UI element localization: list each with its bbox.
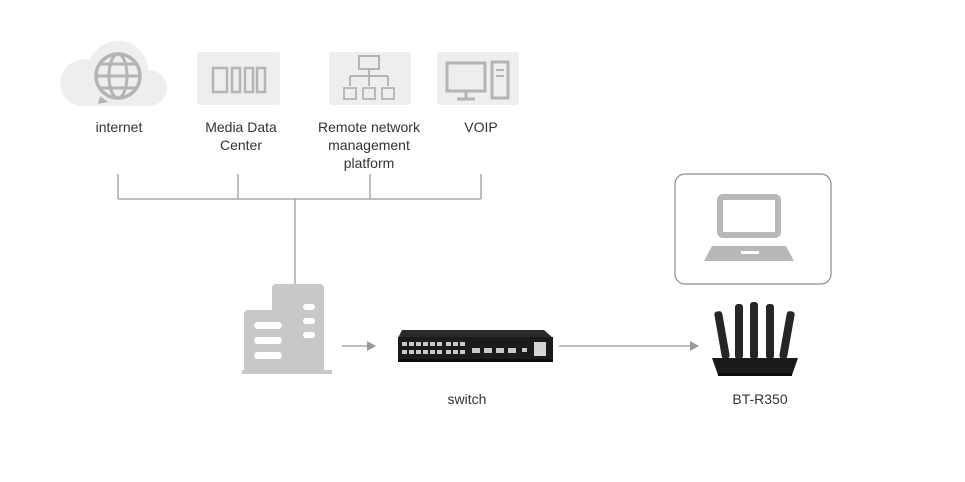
connector-lines [117,174,482,284]
voip-label: VOIP [464,119,498,135]
router-label: BT-R350 [732,391,788,407]
desktop-computer-icon [437,52,519,105]
arrow-switch-to-router [559,341,699,351]
arrow-building-to-switch [342,341,376,351]
server-rack-icon [197,52,280,105]
network-switch-icon [398,330,553,362]
router-icon [712,302,798,376]
building-icon [242,284,332,374]
media-data-center-label: Media Data Center [205,119,277,153]
cloud-globe-icon [60,40,168,107]
laptop-frame [674,173,832,285]
laptop-icon [704,194,794,261]
remote-platform-label: Remote network management platform [318,119,420,171]
switch-label: switch [447,391,487,407]
internet-label: internet [95,119,143,135]
network-management-icon [329,52,411,105]
